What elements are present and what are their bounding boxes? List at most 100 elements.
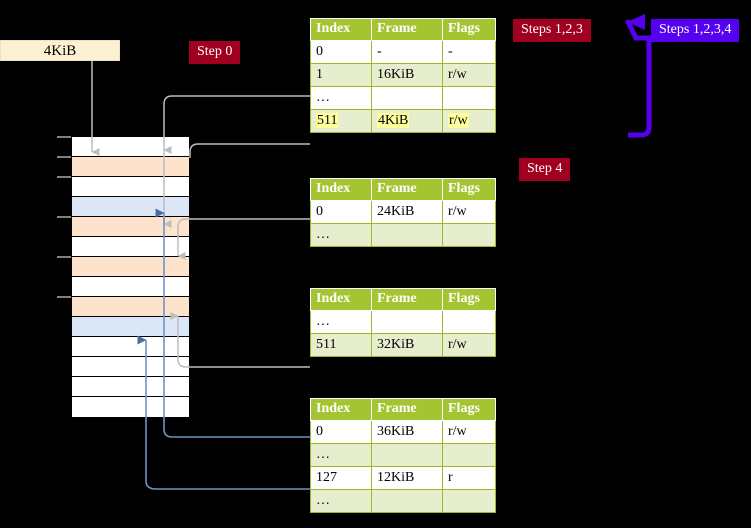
table-cell: r/w [442,109,496,133]
table-cell [371,223,443,247]
column-header-frame: Frame [371,18,443,41]
table-cell [371,443,443,467]
memory-frame-tick [57,216,71,218]
table-row: … [310,310,496,334]
table-row: 0-- [310,40,496,64]
memory-frame-row [71,216,190,238]
step-4-label: Step 4 [527,161,563,176]
steps-1234-label: Steps 1,2,3,4 [659,22,732,37]
column-header-frame: Frame [371,178,443,201]
memory-frame-row [71,136,190,158]
steps-123-label: Steps 1,2,3 [521,22,583,37]
table-cell: 127 [310,466,372,490]
memory-frame-tick [57,176,71,178]
table-row: … [310,223,496,247]
column-header-index: Index [310,288,372,311]
memory-frame-tick [57,156,71,158]
memory-frame-row [71,336,190,358]
memory-frame-row [71,316,190,338]
table-cell: … [310,310,372,334]
table-cell: 0 [310,200,372,224]
wire-steps-1234 [628,35,652,138]
highlighted-value: 4KiB [377,112,410,128]
table-row: 511 4KiB r/w [310,109,496,133]
table-cell [371,489,443,513]
table-cell: … [310,86,372,110]
memory-frame-row [71,256,190,278]
table-cell: 16KiB [371,63,443,87]
table-cell [442,223,496,247]
highlighted-value: 511 [316,112,339,128]
column-header-flags: Flags [442,398,496,421]
column-header-index: Index [310,18,372,41]
table-row: … [310,489,496,513]
wire-pdpt-to-mem [177,218,310,260]
table-cell: 4KiB [371,109,443,133]
table-cell: r/w [442,333,496,357]
memory-frame-tick [57,256,71,258]
memory-frame-row [71,156,190,178]
column-header-frame: Frame [371,398,443,421]
memory-frame-row [71,176,190,198]
table-cell: r [442,466,496,490]
wire-pml4-511 [189,143,310,158]
top-memory-bar: 4KiB [0,40,120,61]
memory-frame-row [71,236,190,258]
memory-frame-row [71,396,190,418]
table-cell: 1 [310,63,372,87]
column-header-frame: Frame [371,288,443,311]
memory-frame-tick [57,136,71,138]
table-cell: r/w [442,420,496,444]
top-memory-bar-label: 4KiB [43,43,77,59]
table-row: … [310,443,496,467]
table-cell: … [310,223,372,247]
steps-123-badge: Steps 1,2,3 [513,19,591,42]
table-cell [442,443,496,467]
step-0-badge: Step 0 [189,41,241,64]
table-cell: 511 [310,333,372,357]
table-cell [442,310,496,334]
table-cell: 0 [310,420,372,444]
table-cell [442,489,496,513]
column-header-flags: Flags [442,288,496,311]
memory-frame-row [71,276,190,298]
table-cell: 24KiB [371,200,443,224]
column-header-index: Index [310,178,372,201]
step-4-badge: Step 4 [519,158,571,181]
column-header-flags: Flags [442,178,496,201]
memory-frame-tick [57,296,71,298]
table-cell: 0 [310,40,372,64]
table-cell: 12KiB [371,466,443,490]
table-cell: … [310,443,372,467]
table-cell [442,86,496,110]
wire-pd-to-mem [170,312,310,368]
memory-frame-row [71,296,190,318]
table-row: … [310,86,496,110]
highlighted-value: r/w [448,112,469,128]
table-cell [371,86,443,110]
table-cell: r/w [442,63,496,87]
table-cell: - [442,40,496,64]
wire-steps-1234-tip [625,19,648,41]
table-cell: 36KiB [371,420,443,444]
column-header-index: Index [310,398,372,421]
column-header-flags: Flags [442,18,496,41]
table-cell [371,310,443,334]
memory-frame-row [71,376,190,398]
arrowhead-steps-1234 [627,14,645,30]
memory-frame-row [71,356,190,378]
memory-frame-row [71,196,190,218]
table-cell: … [310,489,372,513]
physical-memory-column [71,136,190,418]
table-cell: 32KiB [371,333,443,357]
